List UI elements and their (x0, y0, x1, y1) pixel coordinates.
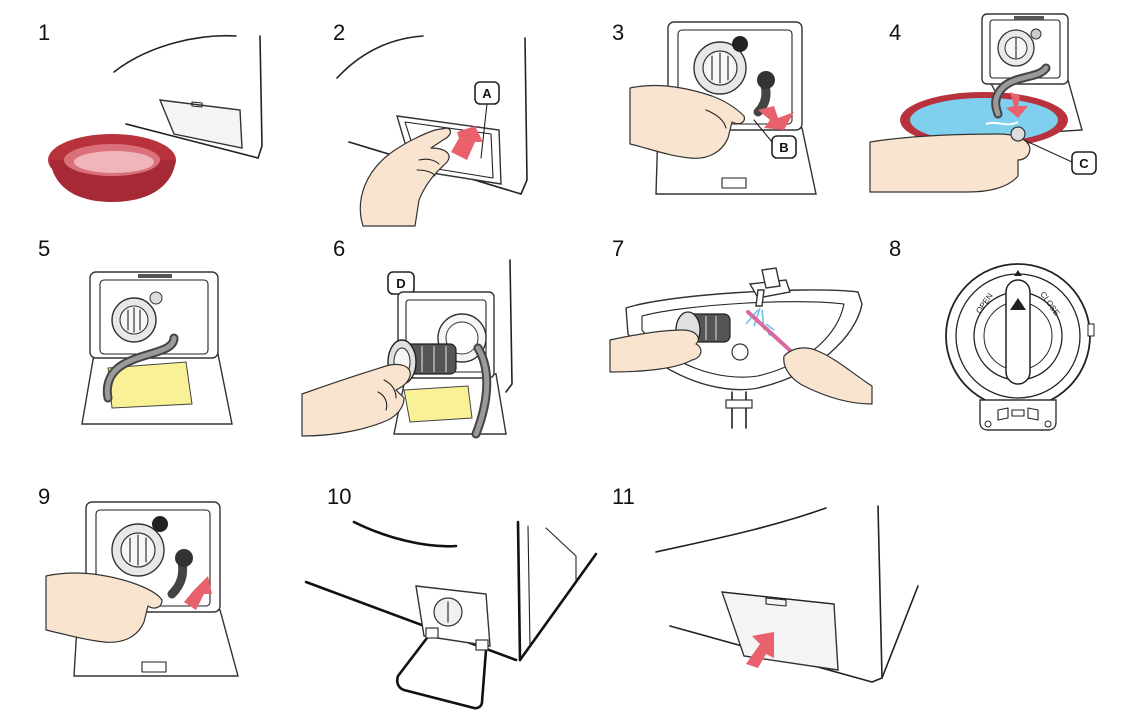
push-up-arrow (184, 576, 212, 610)
filter-cap (111, 297, 157, 343)
step-9-illustration (45, 501, 239, 677)
filter-cap (111, 523, 165, 577)
step-number-10: 10 (327, 484, 352, 509)
machine-door-arc (113, 34, 237, 73)
step-number-3: 3 (612, 20, 625, 45)
callout-c-box (1071, 151, 1097, 175)
hand-holding-hose (629, 84, 745, 159)
machine-side-edge (257, 35, 263, 159)
hand-holding-hose-cap (869, 133, 1031, 193)
callout-a-label: A (482, 86, 492, 101)
step-number-2: 2 (333, 20, 346, 45)
left-hand-holding-filter (609, 329, 702, 373)
step-11-illustration (655, 505, 919, 683)
pull-down-arrow (758, 106, 794, 130)
callout-d-label: D (396, 276, 405, 291)
hose-cap (1010, 126, 1026, 142)
machine-bottom-edge (125, 123, 259, 159)
step-number-11: 11 (612, 484, 635, 509)
machine-side-edge (505, 259, 513, 393)
step-7-illustration (609, 267, 873, 429)
step-3-illustration: B (629, 21, 817, 195)
callout-a-leader (480, 103, 488, 159)
drain-arrow (1006, 92, 1028, 118)
push-close-arrow (746, 632, 774, 668)
callout-c-leader (1023, 139, 1073, 163)
step-1-illustration (48, 34, 263, 202)
step-number-5: 5 (38, 236, 51, 261)
step-number-6: 6 (333, 236, 346, 261)
hand-pulling-flap (359, 127, 452, 227)
step-number-8: 8 (889, 236, 902, 261)
step-10-illustration (304, 520, 598, 710)
step-4-illustration: C (869, 13, 1097, 193)
reset-button (732, 36, 748, 52)
machine-side-edge (871, 505, 883, 683)
callout-c-label: C (1079, 156, 1089, 171)
hand-inserting-hose (45, 572, 163, 643)
red-basin (48, 134, 176, 202)
sink-drain (731, 343, 749, 361)
machine-door-arc (336, 35, 424, 79)
step-number-7: 7 (612, 236, 625, 261)
filter-flap-closing (720, 591, 839, 671)
machine-side-edge (520, 37, 528, 195)
flap-tab (191, 101, 203, 108)
machine-side-edge (516, 520, 522, 662)
dial-base (979, 399, 1057, 431)
step-number-9: 9 (38, 484, 51, 509)
filter-cap (693, 41, 747, 95)
step-number-1: 1 (38, 20, 51, 45)
pull-arrow (451, 126, 483, 160)
callout-a-box (474, 81, 500, 105)
yellow-cloth (403, 385, 473, 423)
step-8-illustration: OPEN CLOSE (945, 263, 1095, 431)
filter-cap (997, 29, 1035, 67)
flap-swung-down (395, 632, 488, 710)
triangle-pointer-icon (1010, 298, 1026, 310)
callout-b-box (771, 135, 797, 159)
callout-b-leader (753, 119, 773, 143)
hand-removing-filter (301, 363, 411, 437)
machine-door-arc (655, 507, 827, 553)
machine-base-edge (518, 552, 598, 662)
faucet (748, 267, 791, 307)
step-6-illustration: D (301, 259, 513, 439)
callout-b-label: B (779, 140, 788, 155)
step-number-4: 4 (889, 20, 902, 45)
machine-door-arc (352, 520, 458, 548)
filter-flap-closed (158, 99, 243, 149)
top-marker-icon (1014, 270, 1022, 276)
toothbrush (746, 310, 796, 356)
right-hand-with-brush (783, 347, 873, 405)
filter-cap-dial: OPEN CLOSE (945, 263, 1095, 409)
step-5-illustration (81, 271, 233, 425)
step-2-illustration: A (336, 35, 528, 227)
